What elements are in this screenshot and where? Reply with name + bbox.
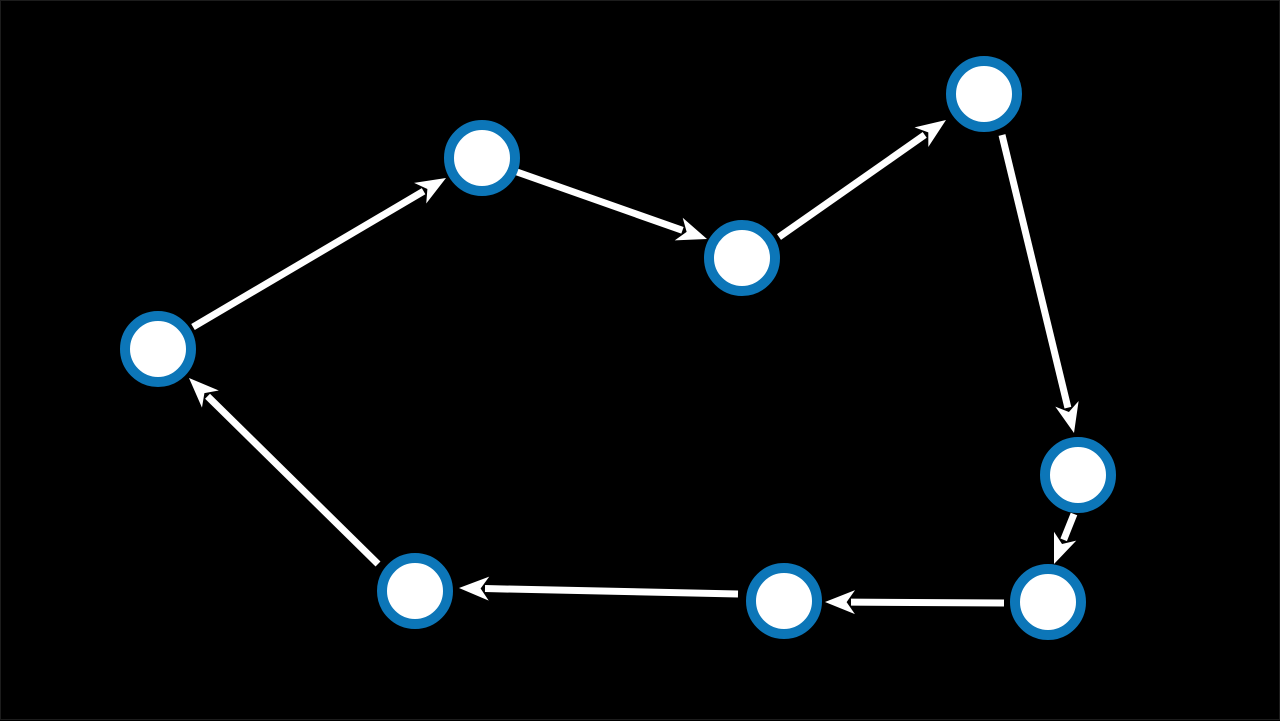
graph-edge [998,134,1079,433]
graph-node[interactable] [746,563,822,639]
graph-edge [825,590,1005,615]
arrow-head-icon [825,590,856,615]
edge-line [205,393,381,567]
graph-node[interactable] [704,220,780,296]
edge-line [850,598,1005,607]
graph-edge [776,120,946,240]
graph-edge [189,378,381,567]
graph-edge [515,168,707,241]
edge-layer [189,120,1079,615]
graph-node[interactable] [444,120,520,196]
graph-edge [459,576,739,601]
arrow-head-icon [414,178,446,204]
arrow-head-icon [674,217,707,241]
edge-line [484,585,739,598]
arrow-head-icon [189,378,219,408]
edge-line [776,132,927,240]
edge-line [998,134,1072,409]
arrow-head-icon [1054,531,1077,564]
node-layer [120,56,1116,640]
graph-node[interactable] [1040,437,1116,513]
arrow-head-icon [459,576,490,601]
graph-node[interactable] [377,553,453,629]
graph-edge [1054,512,1078,564]
graph-node[interactable] [1010,564,1086,640]
arrow-head-icon [1055,401,1079,433]
edge-line [515,168,684,234]
graph-node[interactable] [946,56,1022,132]
graph-node[interactable] [120,311,196,387]
edge-line [1060,512,1078,542]
arrow-head-icon [914,120,946,148]
graph-edge [191,178,446,331]
edge-line [191,188,426,331]
